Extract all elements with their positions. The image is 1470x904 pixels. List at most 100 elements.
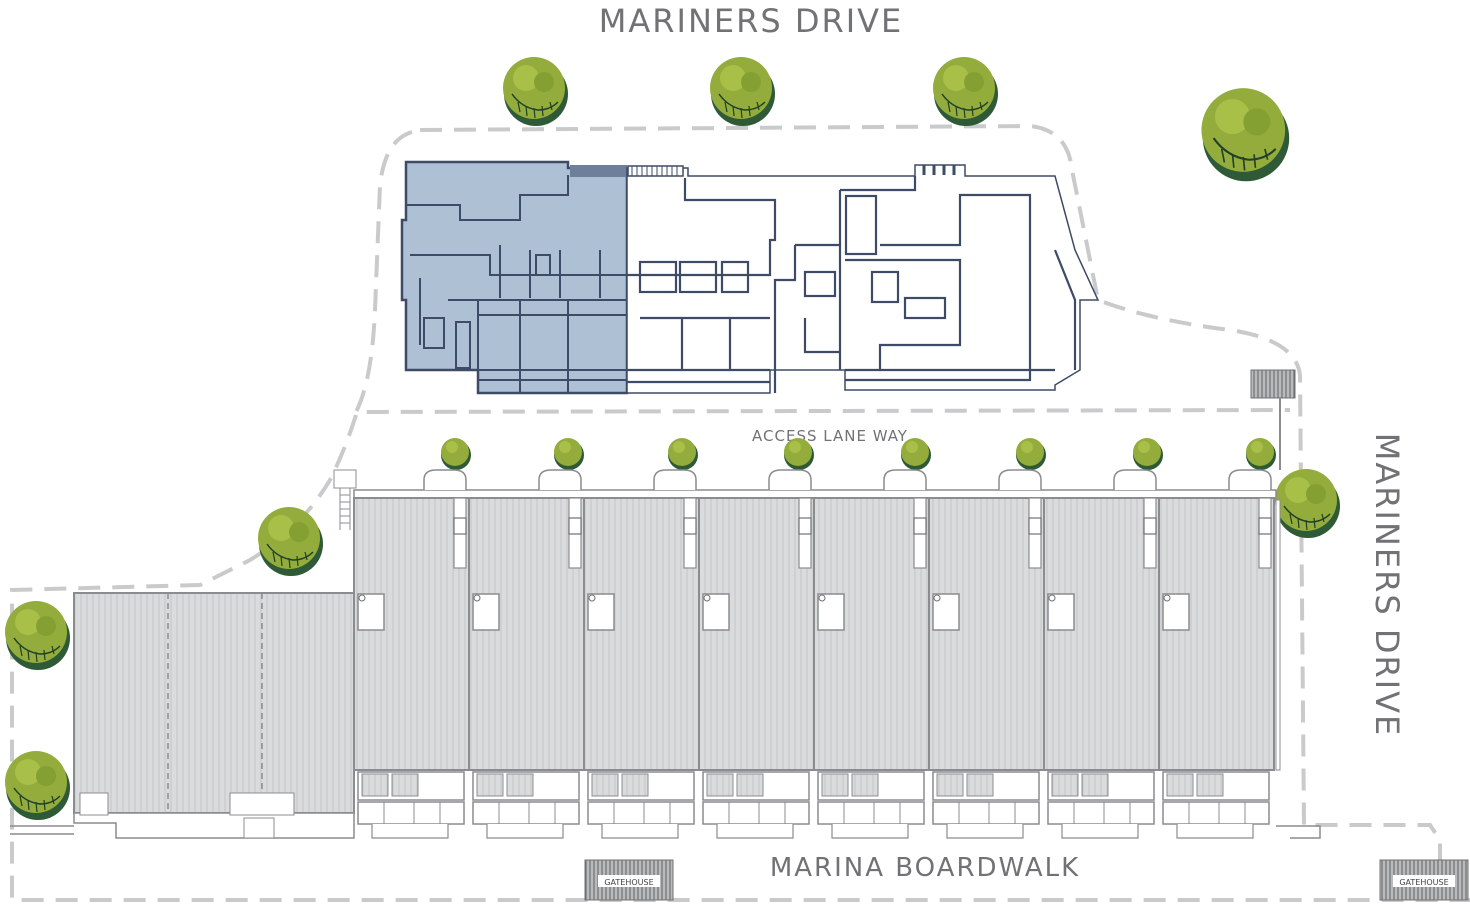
tree-icon <box>502 56 569 127</box>
townhouse-5-hatch-knob <box>818 594 826 602</box>
tree-icon <box>1246 438 1276 470</box>
townhouse-1-patio <box>357 801 465 825</box>
townhouse-8-hatch-knob <box>1163 594 1171 602</box>
left-building <box>73 592 355 839</box>
tree-icon <box>257 506 324 577</box>
townhouse-1-roof <box>353 497 470 771</box>
tree-icon <box>1016 438 1046 470</box>
townhouse-end-wall <box>1275 499 1281 771</box>
townhouse-2-stoop <box>538 469 582 490</box>
townhouse-2-vent <box>568 517 582 535</box>
townhouse-7-hatch-knob <box>1048 594 1056 602</box>
townhouse-3-window-2 <box>621 773 649 797</box>
townhouse-3-window-1 <box>591 773 619 797</box>
townhouse-3-patio <box>587 801 695 825</box>
townhouse-4-hatch-knob <box>703 594 711 602</box>
townhouse-5-stoop <box>883 469 927 490</box>
townhouse-3-stoop <box>653 469 697 490</box>
townhouse-2-hatch-knob <box>473 594 481 602</box>
townhouse-6-patio-dividers <box>958 802 1016 824</box>
townhouse-7-window-2 <box>1081 773 1109 797</box>
townhouse-8-patio <box>1162 801 1270 825</box>
townhouse-5-patio-dividers <box>843 802 901 824</box>
townhouse-5-vent <box>913 517 927 535</box>
top-trees <box>502 56 1291 183</box>
gatehouse-left-label: GATEHOUSE <box>604 878 653 887</box>
townhouse-3-steps <box>601 824 679 839</box>
townhouse-6-window-1 <box>936 773 964 797</box>
townhouse-8-roof <box>1158 497 1275 771</box>
townhouse-4-patio <box>702 801 810 825</box>
townhouse-6-window-2 <box>966 773 994 797</box>
townhouse-7-roof <box>1043 497 1160 771</box>
tree-icon <box>1133 438 1163 470</box>
tree-icon <box>554 438 584 470</box>
townhouse-5-steps <box>831 824 909 839</box>
townhouse-6-steps <box>946 824 1024 839</box>
townhouse-3-patio-dividers <box>613 802 671 824</box>
townhouse-8-stoop <box>1228 469 1272 490</box>
townhouse-8-vent <box>1258 517 1272 535</box>
townhouse-5-roof-hatch <box>817 593 845 631</box>
townhouse-2-patio <box>472 801 580 825</box>
townhouse-4-stoop <box>768 469 812 490</box>
townhouse-1-vent <box>453 517 467 535</box>
townhouse-3-vent <box>683 517 697 535</box>
townhouse-3-hatch-knob <box>588 594 596 602</box>
townhouse-4-vent <box>798 517 812 535</box>
lane-label: ACCESS LANE WAY <box>752 427 908 445</box>
boardwalk-label: MARINA BOARDWALK <box>770 853 1080 883</box>
townhouse-4-roof <box>698 497 815 771</box>
townhouse-6-hatch-knob <box>933 594 941 602</box>
townhouse-7-stoop <box>1113 469 1157 490</box>
townhouse-2-window-2 <box>506 773 534 797</box>
tree-icon <box>4 750 71 821</box>
townhouse-1-patio-dividers <box>383 802 441 824</box>
townhouse-4-steps <box>716 824 794 839</box>
tree-icon <box>709 56 776 127</box>
townhouse-4-window-1 <box>706 773 734 797</box>
gatehouse-right-label: GATEHOUSE <box>1399 878 1448 887</box>
townhouse-1-window-1 <box>361 773 389 797</box>
townhouse-2-window-1 <box>476 773 504 797</box>
gatehouse-left: GATEHOUSE <box>584 859 674 901</box>
townhouse-row <box>353 469 1281 839</box>
boardwalk-edge <box>10 825 1321 839</box>
townhouse-6-roof <box>928 497 1045 771</box>
townhouse-8-steps <box>1176 824 1254 839</box>
meter-box-icon <box>333 369 1296 530</box>
gatehouse-right: GATEHOUSE <box>1379 859 1469 901</box>
tree-icon <box>4 600 71 671</box>
tree-icon <box>1274 468 1341 539</box>
townhouse-8-window-2 <box>1196 773 1224 797</box>
townhouse-7-vent <box>1143 517 1157 535</box>
tree-icon <box>1200 87 1291 183</box>
townhouse-7-patio <box>1047 801 1155 825</box>
townhouse-2-steps <box>486 824 564 839</box>
townhouse-3-roof <box>583 497 700 771</box>
townhouse-parapet <box>353 489 1277 499</box>
townhouse-7-patio-dividers <box>1073 802 1131 824</box>
townhouse-4-window-2 <box>736 773 764 797</box>
apartment-block <box>400 160 1100 395</box>
townhouse-8-window-1 <box>1166 773 1194 797</box>
townhouse-6-patio <box>932 801 1040 825</box>
townhouse-5-window-1 <box>821 773 849 797</box>
townhouse-1-window-2 <box>391 773 419 797</box>
townhouse-5-roof <box>813 497 930 771</box>
townhouse-2-patio-dividers <box>498 802 556 824</box>
townhouse-1-steps <box>371 824 449 839</box>
townhouse-8-patio-dividers <box>1188 802 1246 824</box>
townhouse-6-stoop <box>998 469 1042 490</box>
townhouse-7-window-1 <box>1051 773 1079 797</box>
tree-icon <box>441 438 471 470</box>
site-boundary <box>10 123 1470 902</box>
townhouse-6-vent <box>1028 517 1042 535</box>
tree-icon <box>901 438 931 470</box>
townhouse-1-stoop <box>423 469 467 490</box>
side-street-label: MARINERS DRIVE <box>1368 433 1406 737</box>
townhouse-1-hatch-knob <box>358 594 366 602</box>
townhouse-2-roof <box>468 497 585 771</box>
townhouse-5-window-2 <box>851 773 879 797</box>
